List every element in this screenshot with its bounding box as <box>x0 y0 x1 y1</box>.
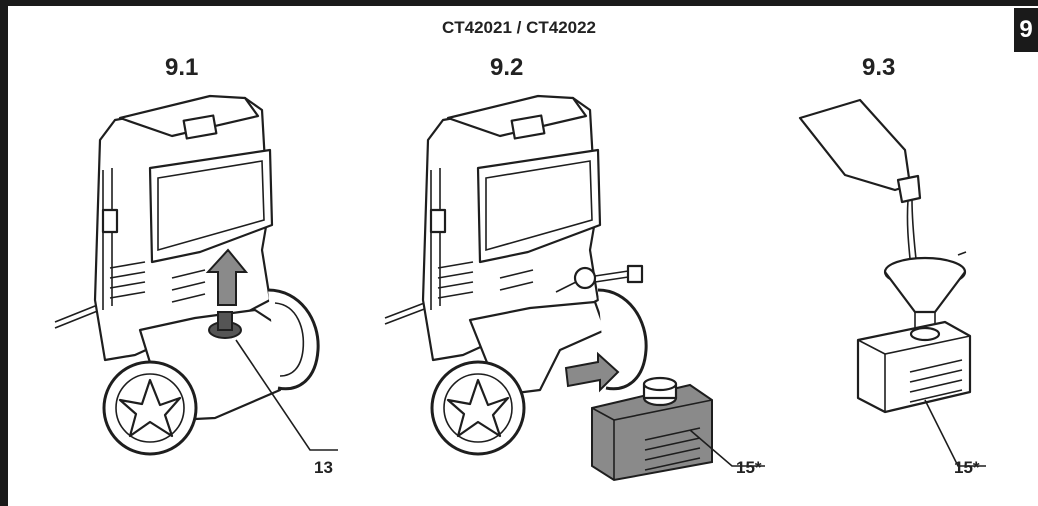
figure-9-1-pressure-washer <box>54 94 338 456</box>
figure-9-3-oil-pour <box>798 98 986 467</box>
figure-9-2-pressure-washer <box>384 94 765 482</box>
frame-top-border <box>0 0 1038 6</box>
model-heading: CT42021 / CT42022 <box>441 18 597 37</box>
callout-13: 13 <box>314 458 333 477</box>
callout-15-tank-removed: 15* <box>736 458 762 477</box>
step-label-9-3: 9.3 <box>862 54 896 81</box>
page-section-tab: 9 <box>1014 8 1038 52</box>
step-label-9-2: 9.2 <box>490 54 524 81</box>
callout-15-tank-filled: 15* <box>954 458 980 477</box>
frame-left-border <box>0 0 8 506</box>
step-label-9-1: 9.1 <box>165 54 199 81</box>
